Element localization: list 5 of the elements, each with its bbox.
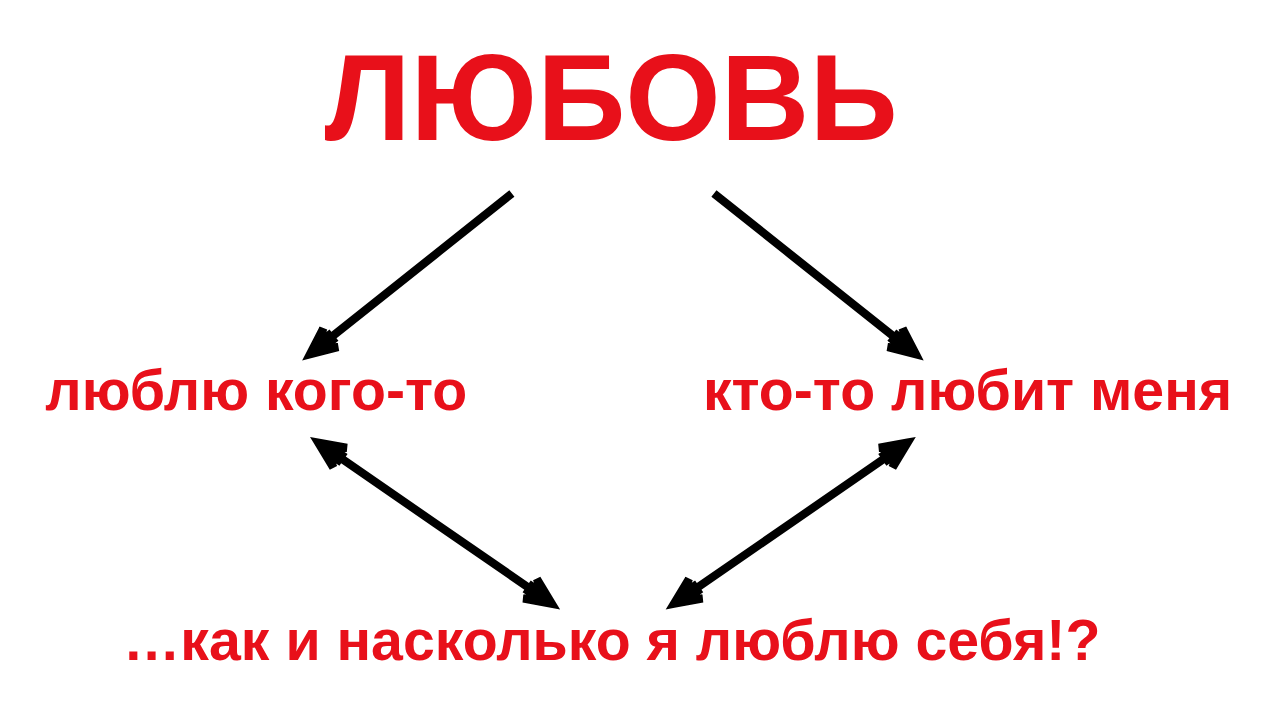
node-text: …как и насколько я люблю себя!?: [123, 607, 1101, 672]
arrow: [305, 189, 515, 358]
node-text: люблю кого-то: [45, 357, 468, 422]
node-text: ЛЮБОВЬ: [324, 28, 898, 166]
node-text: кто-то любит меня: [702, 357, 1233, 422]
